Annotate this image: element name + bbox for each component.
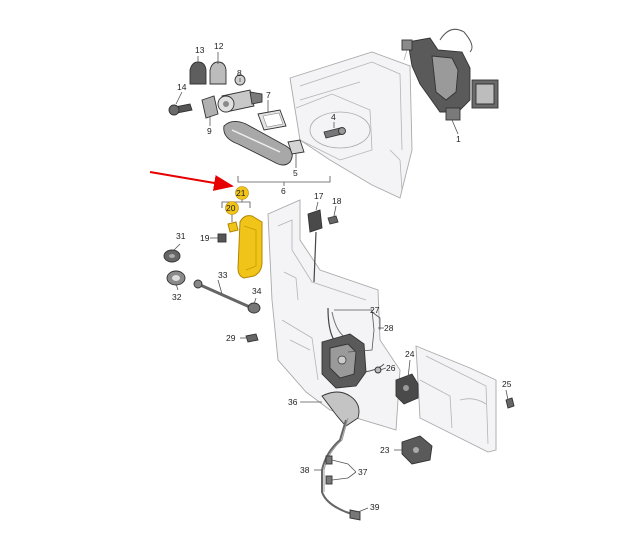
- label-9: 9: [207, 126, 212, 136]
- label-20: 20: [226, 203, 236, 213]
- bracket-9: [201, 95, 219, 119]
- label-7: 7: [266, 90, 271, 100]
- label-25: 25: [502, 379, 512, 389]
- label-27: 27: [370, 305, 380, 315]
- leader-lines: [173, 52, 509, 513]
- screw-18: [327, 215, 339, 225]
- label-33: 33: [218, 270, 228, 280]
- label-4: 4: [331, 112, 336, 122]
- label-8: 8: [237, 68, 242, 78]
- bushing-34: [247, 302, 261, 314]
- upper-lock-assembly: [401, 28, 499, 121]
- label-21-badge: [235, 186, 249, 200]
- label-36: 36: [288, 397, 298, 407]
- grommet-32: [166, 270, 186, 286]
- label-28: 28: [384, 323, 394, 333]
- part-labels: 13 12 8 14 9 7 4 5 1 6 21 20 19 17 18 31…: [172, 41, 512, 512]
- lock-cylinder: [217, 89, 263, 113]
- striker-24: [395, 373, 419, 405]
- upper-door-panel: [289, 39, 413, 199]
- label-39: 39: [370, 502, 380, 512]
- clips-37: [325, 455, 333, 485]
- label-26: 26: [386, 363, 396, 373]
- label-34: 34: [252, 286, 262, 296]
- grommet-31: [163, 249, 181, 263]
- bracket-23: [401, 435, 433, 465]
- handle-insert-21: [237, 215, 263, 279]
- lower-door-frame: [267, 199, 497, 453]
- label-6: 6: [281, 186, 286, 196]
- screw-14: [168, 103, 193, 116]
- screw-20: [227, 221, 239, 233]
- label-29: 29: [226, 333, 236, 343]
- screw-25: [505, 397, 515, 409]
- label-21: 21: [236, 188, 246, 198]
- label-19: 19: [200, 233, 210, 243]
- label-18: 18: [332, 196, 342, 206]
- highlight-arrow: [149, 171, 234, 191]
- label-37: 37: [358, 467, 368, 477]
- cap-12: [209, 61, 227, 85]
- switch-17: [307, 209, 323, 283]
- label-32: 32: [172, 292, 182, 302]
- screw-29: [245, 333, 259, 343]
- gasket-5: [287, 139, 305, 155]
- cable-38: [321, 417, 353, 515]
- label-23: 23: [380, 445, 390, 455]
- outer-handle: [223, 121, 293, 166]
- label-14: 14: [177, 82, 187, 92]
- rod-33: [193, 279, 253, 310]
- gasket-7: [257, 109, 287, 131]
- label-13: 13: [195, 45, 205, 55]
- lock-mechanism: [321, 333, 385, 389]
- label-17: 17: [314, 191, 324, 201]
- label-31: 31: [176, 231, 186, 241]
- clip-19: [217, 233, 227, 243]
- label-38: 38: [300, 465, 310, 475]
- cap-13: [189, 61, 207, 85]
- label-1: 1: [456, 134, 461, 144]
- label-5: 5: [293, 168, 298, 178]
- shield-36: [321, 391, 360, 427]
- label-20-badge: [225, 201, 239, 215]
- label-12: 12: [214, 41, 224, 51]
- end-fitting-39: [349, 509, 361, 521]
- screw-4: [323, 127, 346, 139]
- label-24: 24: [405, 349, 415, 359]
